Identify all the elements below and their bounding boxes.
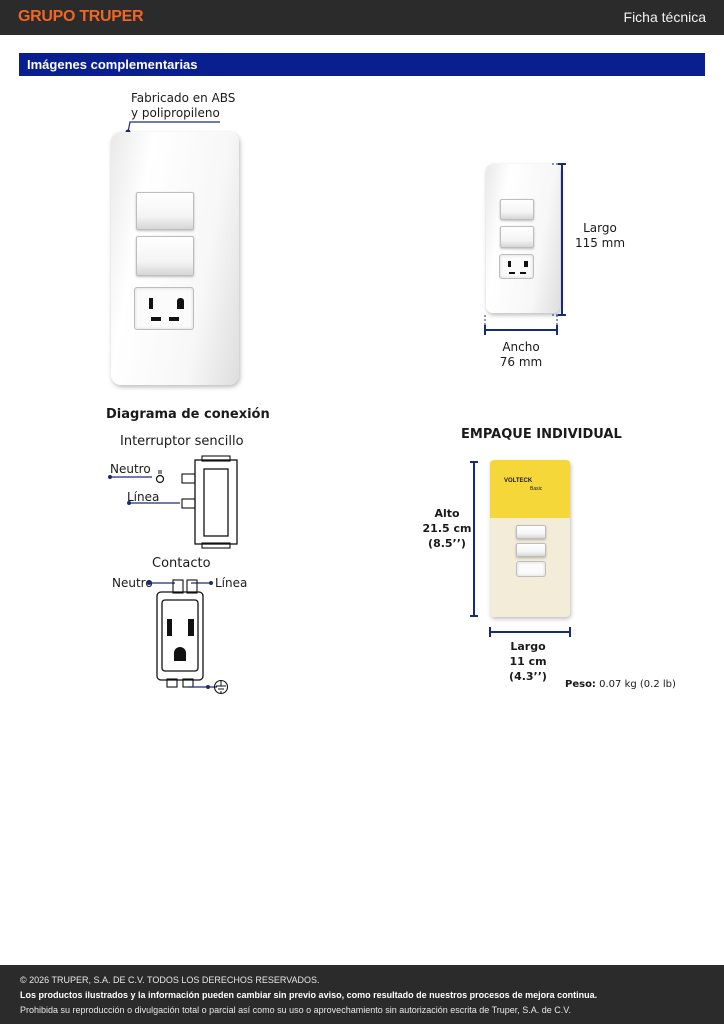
- package-image: VOLTECK Basic: [490, 460, 570, 617]
- footer-prohibition: Prohibida su reproducción o divulgación …: [20, 1005, 571, 1015]
- largo-value: 115 mm: [574, 236, 626, 250]
- material-label-line1: Fabricado en ABS: [131, 91, 236, 105]
- small-outlet: [499, 254, 534, 279]
- package-brand-sub: Basic: [530, 486, 543, 492]
- document-type: Ficha técnica: [623, 9, 706, 25]
- package-header: [490, 460, 570, 518]
- footer: © 2026 TRUPER, S.A. DE C.V. TODOS LOS DE…: [0, 965, 724, 1024]
- brand-logo: GRUPO TRUPER: [18, 8, 144, 25]
- alto-label: Alto: [434, 507, 460, 520]
- package-title: EMPAQUE INDIVIDUAL: [461, 427, 622, 442]
- weight-label: Peso:: [565, 679, 596, 690]
- largo-label: Largo: [583, 221, 617, 235]
- dimension-lines: [484, 163, 566, 335]
- switch-title: Interruptor sencillo: [120, 434, 244, 449]
- switch-wiring-diagram: [108, 455, 238, 549]
- section-title: Imágenes complementarias: [27, 57, 198, 72]
- switch-linea-label: Línea: [127, 490, 160, 504]
- switch-rocker-top: [136, 192, 194, 230]
- small-switch-top: [500, 199, 534, 220]
- product-image-large: [111, 132, 239, 385]
- package-largo-label: Largo: [510, 640, 546, 653]
- switch-rocker-bottom: [136, 236, 194, 276]
- package-switch-top: [516, 525, 546, 539]
- package-weight: Peso: 0.07 kg (0.2 lb): [565, 677, 676, 692]
- package-largo-cm: 11 cm: [509, 655, 547, 668]
- material-label-line2: y polipropileno: [131, 106, 220, 120]
- small-switch-bottom: [500, 226, 534, 248]
- outlet-receptacle: [134, 287, 194, 330]
- product-image-small: [486, 164, 560, 313]
- section-header: Imágenes complementarias: [19, 53, 705, 76]
- contact-title: Contacto: [152, 556, 211, 571]
- contact-wiring-diagram: [147, 579, 229, 695]
- switch-neutro-label: Neutro: [110, 462, 151, 476]
- package-dimension-lines: [470, 461, 571, 637]
- ancho-value: 76 mm: [499, 355, 543, 369]
- contact-neutro-label: Neutro: [112, 576, 153, 590]
- package-brand: VOLTECK: [504, 478, 533, 484]
- contact-linea-label: Línea: [215, 576, 248, 590]
- footer-notice: Los productos ilustrados y la informació…: [20, 990, 598, 1000]
- top-bar: GRUPO TRUPER Ficha técnica: [0, 0, 724, 35]
- package-outlet: [516, 561, 546, 577]
- weight-value: 0.07 kg (0.2 lb): [599, 679, 676, 690]
- ancho-label: Ancho: [502, 340, 540, 354]
- wiring-title: Diagrama de conexión: [106, 407, 270, 422]
- package-switch-bottom: [516, 543, 546, 557]
- package-largo-in: (4.3’’): [509, 670, 547, 683]
- alto-cm: 21.5 cm: [422, 522, 472, 535]
- alto-in: (8.5’’): [428, 537, 466, 550]
- footer-copyright: © 2026 TRUPER, S.A. DE C.V. TODOS LOS DE…: [20, 975, 320, 985]
